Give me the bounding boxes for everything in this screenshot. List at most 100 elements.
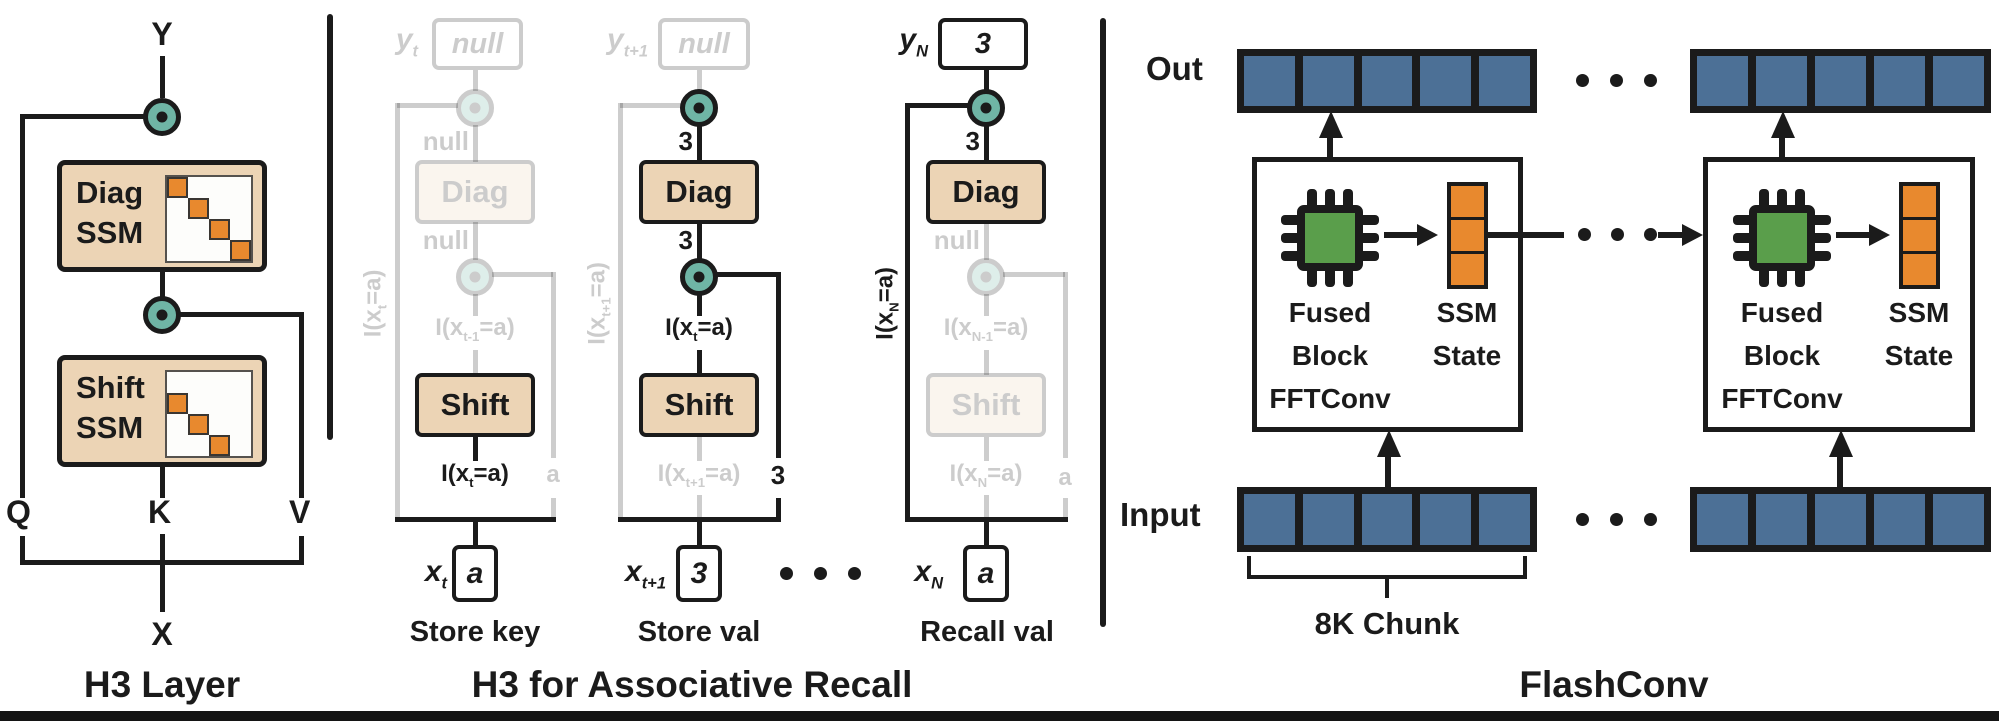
line [984,222,989,260]
key-label: I(xt+1=a) [657,460,741,490]
line [697,70,702,91]
diag-block: Diag [639,160,759,224]
x-label: xN [914,555,943,593]
multiply-gate-icon [456,258,494,296]
output-sequence-row [1237,49,1537,113]
column-caption: Recall val [920,616,1054,648]
sequence-cell [1361,494,1413,545]
state-cell [1451,220,1484,251]
diag-input-label: null [933,225,980,255]
input-sequence-row [1237,487,1537,552]
k-label: K [148,494,172,530]
sequence-cell [1479,494,1530,545]
line-input-bus [395,517,556,522]
line-right-branch [492,272,553,277]
diag-ssm-label: Diag SSM [76,175,144,250]
line [697,520,702,547]
line-right-branch [1063,272,1068,458]
line-v-horizontal [179,312,304,317]
sequence-cell [1479,56,1530,106]
assoc-recall-title: H3 for Associative Recall [471,664,913,705]
sequence-cell [1420,494,1472,545]
fused-block-label-line3: FFTConv [1269,383,1391,414]
h3-input-label: X [151,616,173,652]
multiply-gate-icon [967,89,1005,127]
x-value-box: a [452,545,498,602]
flashconv-title: FlashConv [1519,664,1709,705]
sequence-cell [1697,494,1748,545]
y-value-box: null [432,18,523,70]
sequence-cell [1244,56,1295,106]
state-cell [1903,254,1936,285]
ssm-state-stack-icon [1447,182,1488,289]
y-value-box: null [658,18,750,70]
sequence-cell [1302,56,1354,106]
gpu-chip-icon [1281,189,1379,287]
chip-body [1297,205,1363,271]
ellipsis-dot [780,567,793,580]
state-cell [1903,186,1936,217]
line [697,437,702,461]
chunk-bracket [1247,556,1527,579]
arrow-up-shaft [1385,453,1391,487]
fused-block-label-line2: Block [1743,340,1821,371]
gpu-chip-icon [1733,189,1831,287]
diag-block: Diag [926,160,1046,224]
state-carry-line [1488,232,1564,238]
line [984,70,989,91]
q-label: Q [6,494,31,530]
line-v-stub [299,536,304,565]
line-left-branch [397,103,458,108]
ellipsis-dot [1576,513,1589,526]
value-carry-label: a [546,461,560,488]
chunk-bracket-stem [1385,578,1389,598]
line [697,350,702,375]
key-label: I(xt=a) [441,460,509,490]
y-value-box: 3 [938,18,1028,70]
arrow-up-shaft [1837,453,1843,487]
arrow-right-shaft [1836,232,1872,238]
multiply-gate-icon [143,98,181,136]
arrow-right-icon [1869,224,1890,246]
panel-divider [327,14,333,440]
x-label: xt+1 [625,555,666,593]
line-left-branch [618,103,623,520]
arrow-up-icon [1377,430,1401,457]
sequence-cell [1756,56,1807,106]
sequence-cell [1815,494,1866,545]
arrow-up-shaft [1779,134,1785,173]
sequence-cell [1933,56,1984,106]
sequence-cell [1815,56,1866,106]
state-carry-line [1658,232,1684,238]
sequence-cell [1697,56,1748,106]
line-right-branch [551,272,556,458]
ssm-state-label-line2: State [1432,340,1502,371]
state-label: I(xN-1=a) [943,314,1029,344]
ellipsis-dot [1644,228,1657,241]
line-right-branch [776,498,781,522]
arrow-up-icon [1829,430,1853,457]
arrow-right-shaft [1384,232,1420,238]
out-label: Out [1146,50,1203,87]
output-sequence-row [1690,49,1991,113]
x-value-box: a [963,545,1009,602]
line [697,125,702,162]
line-right-branch [551,498,556,522]
gate-input-label: 3 [965,126,980,156]
state-cell [1451,186,1484,217]
line [984,520,989,547]
rotated-key-label: I(xt+1=a) [583,261,614,345]
ssm-state-label-line1: SSM [1888,297,1950,328]
arrow-up-shaft [1327,134,1333,173]
line [473,222,478,260]
line-v-vertical [299,312,304,498]
line-input-bus [618,517,781,522]
diagonal-matrix-icon [165,175,253,263]
ellipsis-dot [1611,228,1624,241]
shift-block: Shift [926,373,1046,437]
input-sequence-row [1690,487,1991,552]
column-caption: Store key [409,616,541,648]
multiply-gate-icon [967,258,1005,296]
sequence-cell [1933,494,1984,545]
